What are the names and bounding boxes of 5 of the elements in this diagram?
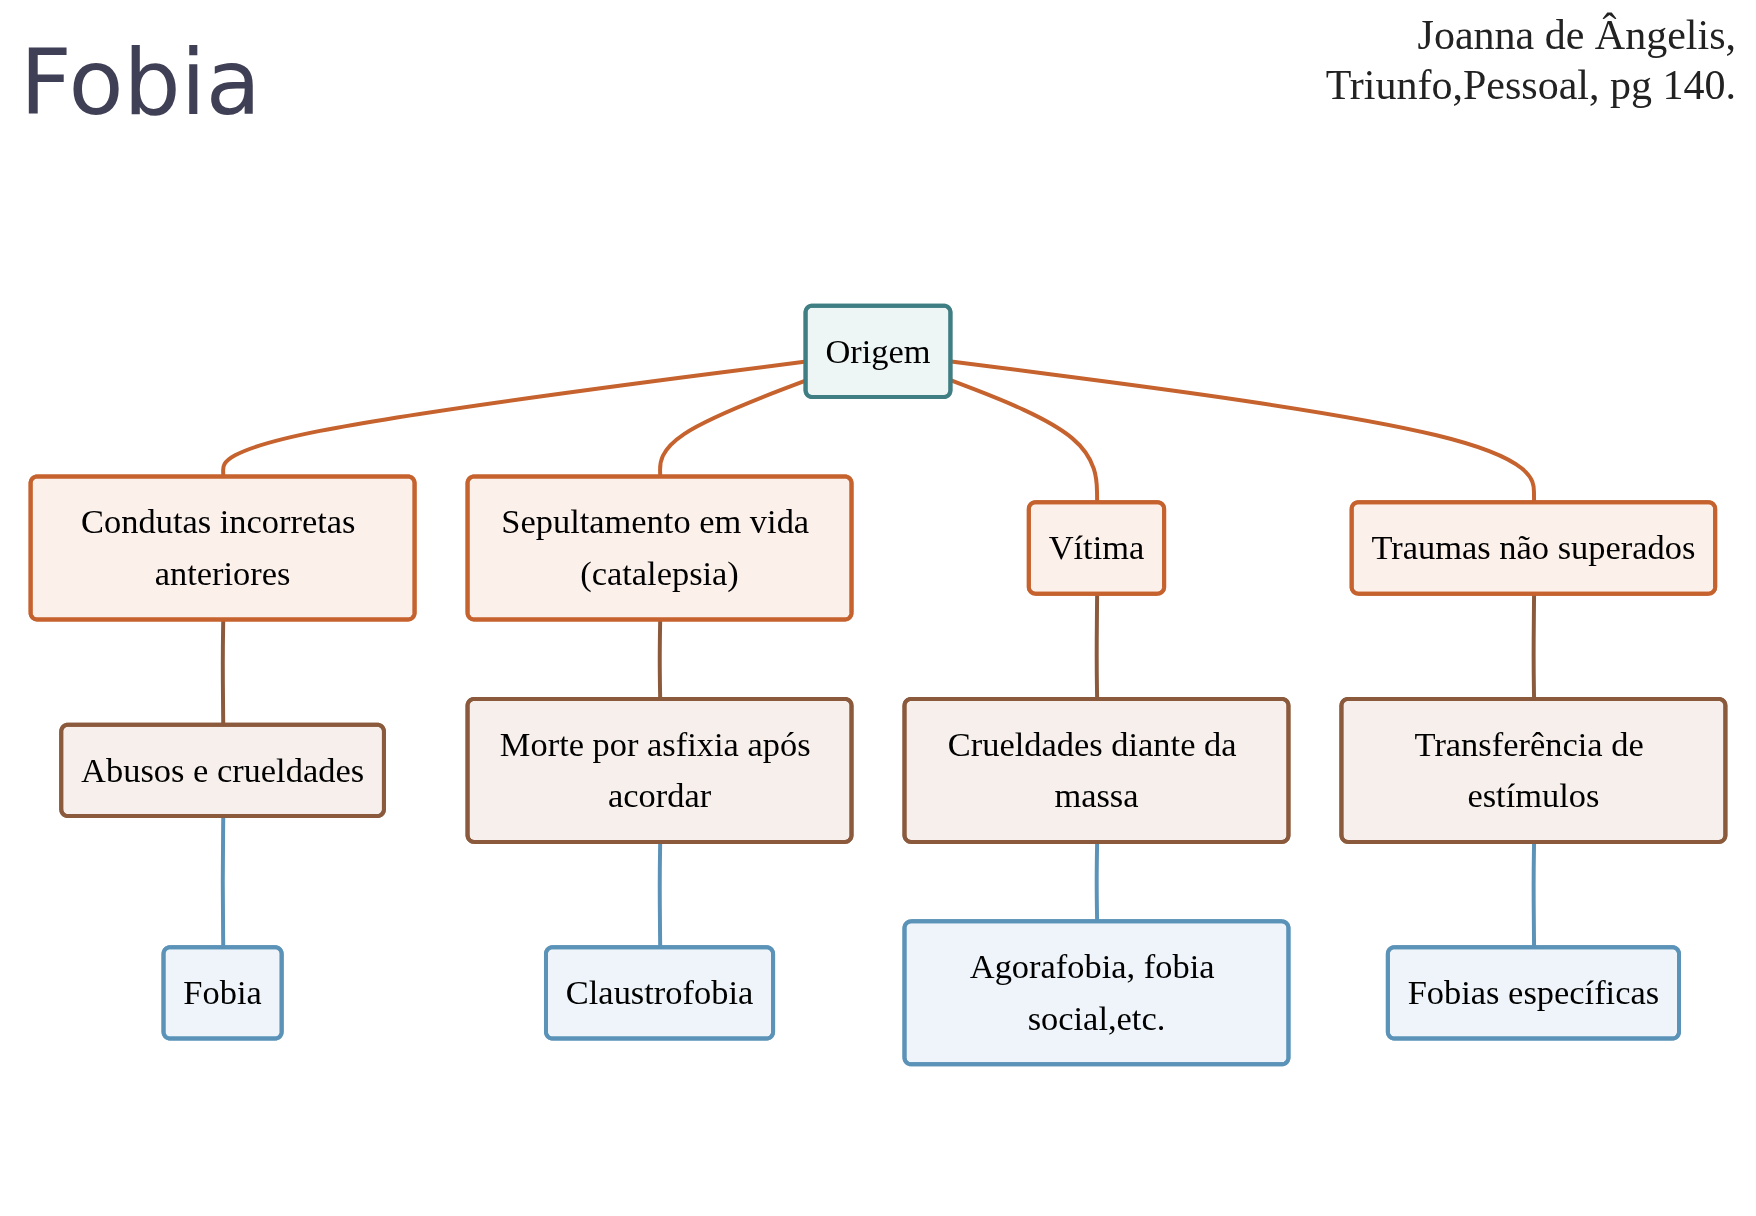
title: Fobia	[20, 30, 261, 135]
connector	[1531, 842, 1537, 948]
connector	[220, 816, 226, 948]
connector	[657, 842, 663, 948]
source-note: Joanna de Ângelis, Triunfo,Pessoal, pg 140.	[1324, 11, 1736, 111]
